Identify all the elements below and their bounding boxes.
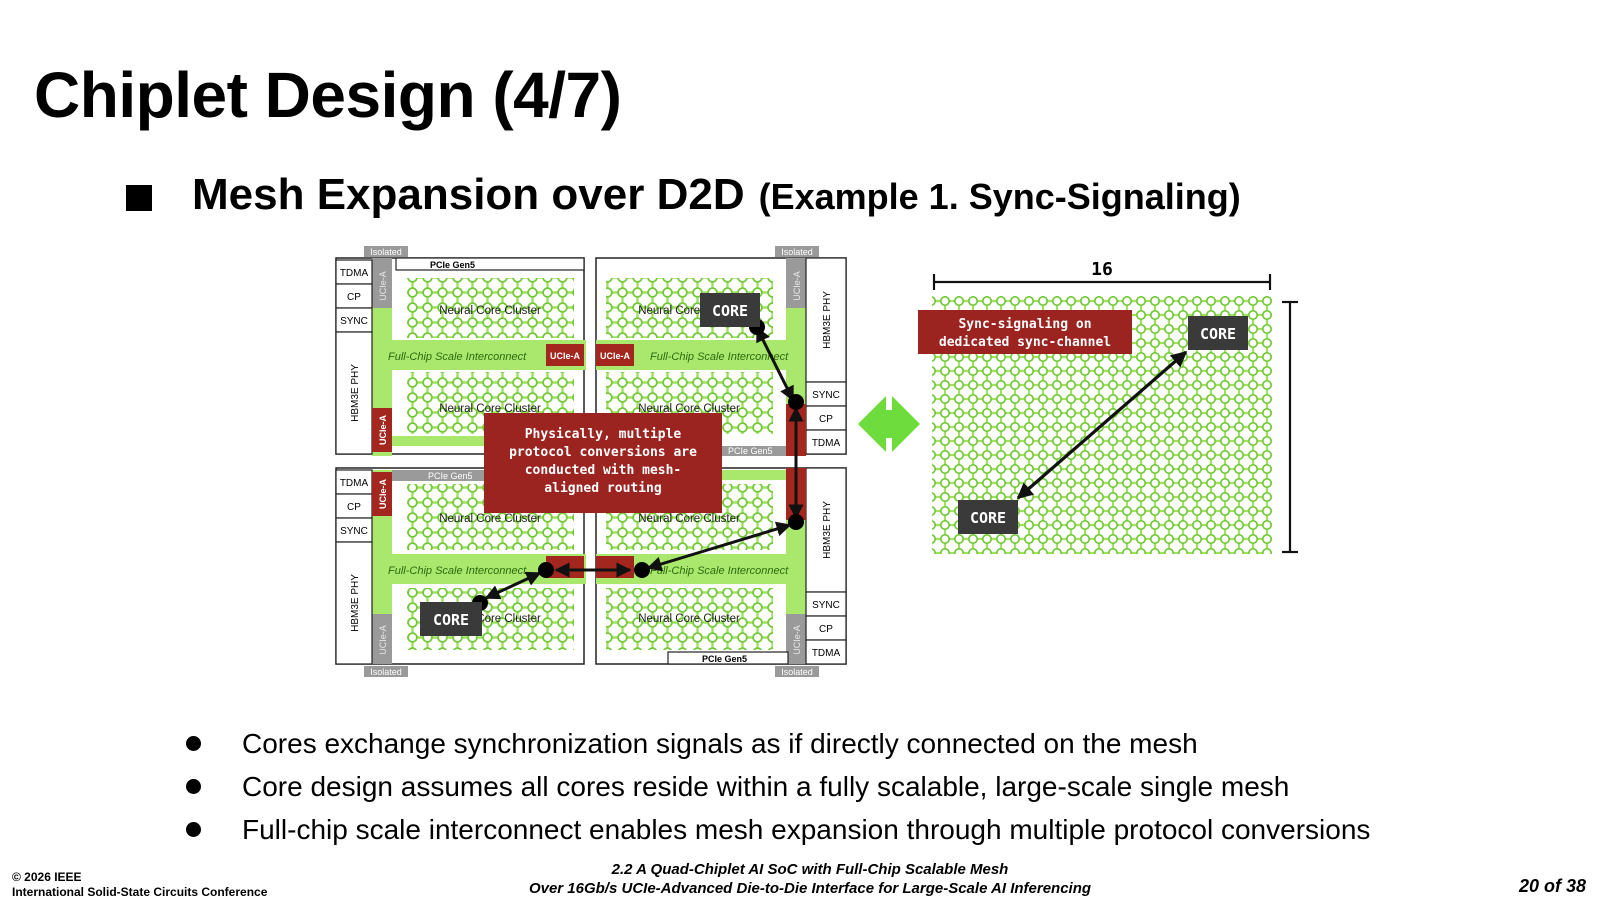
callout-line: Physically, multiple: [525, 427, 682, 442]
interconnect-label: Full-Chip Scale Interconnect: [388, 351, 527, 363]
side-label: HBM3E PHY: [822, 501, 833, 559]
sync-callout-line: Sync-signaling on: [958, 317, 1091, 332]
ucie-label: UCIe-A: [378, 625, 388, 655]
isolated-label: Isolated: [370, 667, 402, 677]
side-label: TDMA: [340, 268, 369, 279]
bullet-text: Full-chip scale interconnect enables mes…: [242, 814, 1371, 845]
core-label: CORE: [1200, 325, 1236, 343]
pcie-label: PCIe Gen5: [702, 654, 747, 664]
footer-copyright: © 2026 IEEE International Solid-State Ci…: [12, 870, 267, 900]
side-label: HBM3E PHY: [350, 364, 361, 422]
bullet-item: Full-chip scale interconnect enables mes…: [186, 808, 1370, 851]
side-label: SYNC: [340, 316, 368, 327]
cluster-label: Neural Core Cluster: [638, 613, 740, 625]
bullet-text: Cores exchange synchronization signals a…: [242, 728, 1198, 759]
ucie-block: [596, 556, 634, 578]
copyright-text: © 2026 IEEE: [12, 870, 82, 884]
callout-box: [484, 413, 722, 513]
pcie-label: PCIe Gen5: [428, 471, 473, 481]
side-label: HBM3E PHY: [822, 291, 833, 349]
core-box: [1188, 316, 1248, 350]
bullet-item: Core design assumes all cores reside wit…: [186, 765, 1370, 808]
cluster-label: Neural Core Cluster: [638, 513, 740, 525]
side-label: CP: [819, 624, 833, 635]
subtitle-sub: (Example 1. Sync-Signaling): [758, 176, 1241, 217]
core-label: CORE: [712, 302, 748, 320]
side-label: CP: [347, 292, 361, 303]
paper-title-line: Over 16Gb/s UCIe-Advanced Die-to-Die Int…: [528, 880, 1092, 897]
side-label: TDMA: [812, 648, 841, 659]
isolated-label: Isolated: [781, 247, 813, 257]
core-label: CORE: [433, 611, 469, 629]
ucie-label: UCIe-A: [378, 271, 388, 301]
bullet-list: Cores exchange synchronization signals a…: [186, 722, 1370, 851]
interconnect-label: Full-Chip Scale Interconnect: [388, 565, 527, 577]
side-label: TDMA: [812, 438, 841, 449]
callout-line: protocol conversions are: [509, 445, 697, 460]
bullet-item: Cores exchange synchronization signals a…: [186, 722, 1370, 765]
cluster-label: Neural Core Cluster: [439, 513, 541, 525]
ucie-block: [372, 408, 392, 452]
callout-line: aligned routing: [544, 481, 661, 496]
double-arrow-icon: [858, 396, 920, 452]
cluster-label: Neural Core Cluster: [439, 403, 541, 415]
page-number: 20 of 38: [1518, 876, 1586, 896]
side-label: CP: [819, 414, 833, 425]
footer-paper-title: 2.2 A Quad-Chiplet AI SoC with Full-Chip…: [460, 860, 1160, 898]
isolated-label: Isolated: [781, 667, 813, 677]
pcie-label: PCIe Gen5: [728, 446, 773, 456]
core-box: [700, 293, 760, 327]
pcie-label: PCIe Gen5: [430, 260, 475, 270]
ucie-block: [596, 344, 634, 366]
bullet-dot-icon: [186, 779, 201, 794]
ucie-label: UCIe-A: [792, 625, 802, 655]
interconnect-label: Full-Chip Scale Interconnect: [650, 351, 789, 363]
side-label: CP: [347, 502, 361, 513]
conference-text: International Solid-State Circuits Confe…: [12, 885, 268, 899]
side-label: HBM3E PHY: [350, 574, 361, 632]
page-title: Chiplet Design (4/7): [34, 59, 622, 131]
bullet-dot-icon: [186, 822, 201, 837]
side-label: SYNC: [340, 526, 368, 537]
dimension-label: 16: [1091, 259, 1113, 280]
ucie-label: UCIe-A: [550, 351, 581, 361]
bullet-dot-icon: [186, 736, 201, 751]
ucie-label: UCIe-A: [792, 271, 802, 301]
side-label: TDMA: [340, 478, 369, 489]
isolated-label: Isolated: [370, 247, 402, 257]
core-label: CORE: [970, 509, 1006, 527]
subtitle-row: Mesh Expansion over D2D (Example 1. Sync…: [126, 170, 1241, 220]
square-bullet-icon: [126, 185, 152, 211]
bullet-text: Core design assumes all cores reside wit…: [242, 771, 1290, 802]
side-label: SYNC: [812, 600, 840, 611]
ucie-block: [546, 344, 584, 366]
sync-callout-box: [918, 310, 1132, 354]
core-box: [958, 500, 1018, 534]
ucie-label: UCIe-A: [600, 351, 631, 361]
ucie-label: UCIe-A: [378, 479, 388, 510]
subtitle-main: Mesh Expansion over D2D: [192, 170, 745, 219]
sync-callout-line: dedicated sync-channel: [939, 335, 1111, 350]
logical-mesh: 16 Sync-signaling on dedicated sync-chan…: [918, 259, 1298, 554]
paper-title-line: 2.2 A Quad-Chiplet AI SoC with Full-Chip…: [611, 861, 1009, 878]
cluster-label: Neural Core Cluster: [638, 403, 740, 415]
cluster-label: Neural Core Cluster: [439, 305, 541, 317]
callout-line: conducted with mesh-: [525, 463, 682, 478]
core-box: [420, 602, 482, 636]
interconnect-label: Full-Chip Scale Interconnect: [650, 565, 789, 577]
ucie-label: UCIe-A: [378, 415, 388, 446]
side-label: SYNC: [812, 390, 840, 401]
ucie-block: [372, 472, 392, 516]
quad-chiplet-floorplan: Isolated Isolated Isolated Isolated PCIe…: [335, 246, 847, 677]
